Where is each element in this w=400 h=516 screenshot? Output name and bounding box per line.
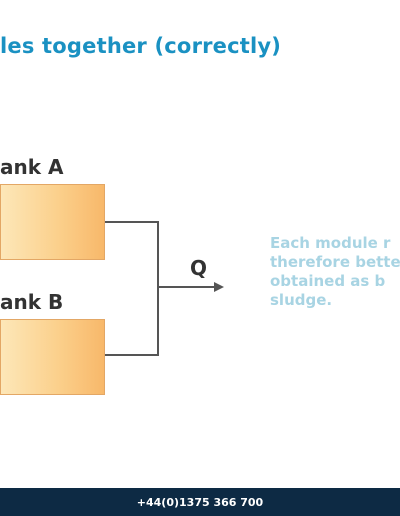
tank-a-label: ank A	[0, 155, 64, 179]
explanation-line: therefore bette	[270, 253, 400, 271]
explanation-line: sludge.	[270, 291, 333, 309]
explanation-line: obtained as b	[270, 272, 386, 290]
footer-phone: +44(0)1375 366 700	[136, 496, 264, 509]
tank-a-outlet-line	[105, 221, 159, 287]
output-arrow-icon	[214, 282, 224, 292]
slide-title: les together (correctly)	[0, 34, 282, 58]
tank-a-box	[0, 184, 105, 260]
tank-b-label: ank B	[0, 290, 64, 314]
footer-bar: +44(0)1375 366 700	[0, 488, 400, 516]
tank-b-outlet-line	[105, 287, 159, 356]
explanation-text: Each module r therefore bette obtained a…	[270, 234, 400, 310]
explanation-line: Each module r	[270, 234, 391, 252]
tank-b-box	[0, 319, 105, 395]
output-flow-label: Q	[190, 256, 208, 280]
